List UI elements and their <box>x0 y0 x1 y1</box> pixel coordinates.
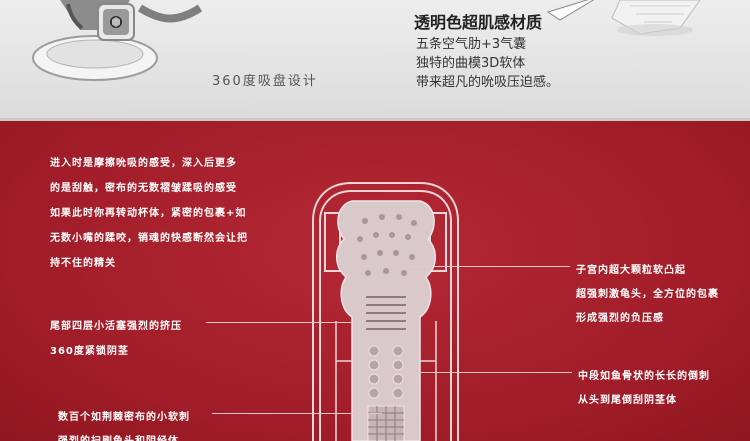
uterus-note-line-3: 形成强烈的负压感 <box>576 313 664 324</box>
bottom-note-line-2: 强烈的扫刷龟头和阴经体 <box>58 432 179 441</box>
uterus-note-line-2: 超强刺激龟头，全方位的包裹 <box>576 289 719 300</box>
middle-note-leader <box>412 372 572 373</box>
material-illustration <box>546 0 701 36</box>
bottom-note-line-1: 数百个如荆棘密布的小软刺 <box>58 412 190 423</box>
middle-note-line-2: 从头到尾倒刮阴茎体 <box>578 395 677 406</box>
tail-note-leader <box>206 322 356 323</box>
left-paragraph-line-4: 无数小嘴的蹂咬，销魂的快感断然会让把 <box>50 233 248 244</box>
bottom-panel: 进入时是摩擦吮吸的感受，深入后更多 的是刮触，密布的无数褶皱蹂吸的感受 如果此时… <box>0 121 750 441</box>
left-paragraph-line-1: 进入时是摩擦吮吸的感受，深入后更多 <box>50 158 237 169</box>
uterus-note-leader <box>402 266 570 267</box>
middle-note-line-1: 中段如鱼骨状的长长的倒刺 <box>578 371 710 382</box>
feature-title: 透明色超肌感材质 <box>414 13 543 32</box>
tail-note-line-1: 尾部四层小活塞强烈的挤压 <box>50 321 182 332</box>
feature-line-1: 五条空气肋+3气囊 <box>416 37 527 52</box>
left-paragraph-line-2: 的是刮触，密布的无数褶皱蹂吸的感受 <box>50 183 237 194</box>
left-paragraph-line-5: 持不住的精关 <box>50 258 116 269</box>
suction-caption: 360度吸盘设计 <box>212 74 318 89</box>
cup-cross-section <box>312 182 459 441</box>
feature-line-2: 独特的曲模3D软体 <box>416 56 526 71</box>
left-paragraph-line-3: 如果此时你再转动杯体，紧密的包裹+如 <box>50 208 247 219</box>
top-panel: 360度吸盘设计 透明色超肌感材质 五条空气肋+3气囊 独特的曲模3D软体 带来… <box>0 0 750 118</box>
feature-line-3: 带来超凡的吮吸压迫感。 <box>416 75 560 90</box>
bottom-note-leader <box>212 413 382 414</box>
suction-cup-illustration <box>32 0 203 81</box>
divider-line <box>0 118 750 121</box>
tail-note-line-2: 360度紧锁阴茎 <box>50 346 129 357</box>
uterus-note-line-1: 子宫内超大颗粒软凸起 <box>576 265 686 276</box>
